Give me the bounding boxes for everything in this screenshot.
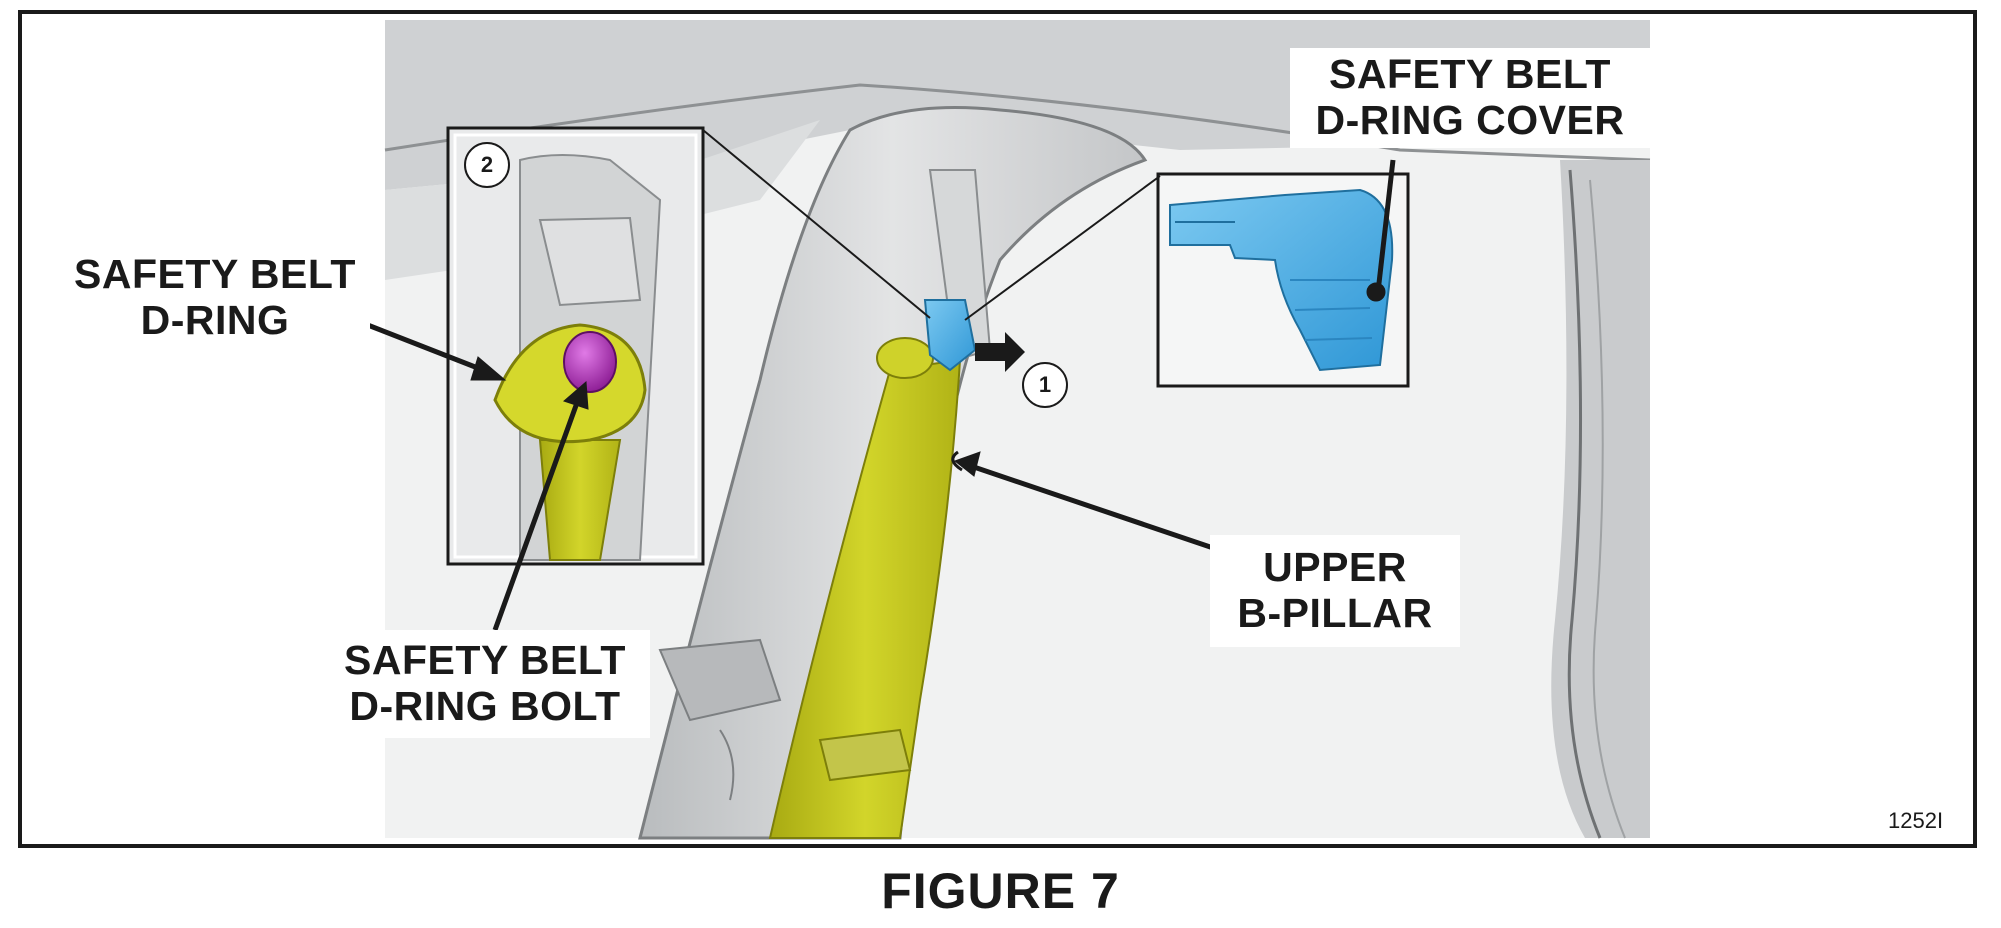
step-1-marker: 1 xyxy=(1022,362,1068,408)
inset-d-ring-detail xyxy=(446,126,705,566)
arrow-d-ring-bolt xyxy=(492,399,581,631)
arrow-upper-b-pillar xyxy=(967,462,1229,556)
arrow-d-ring-cover xyxy=(1375,159,1396,293)
figure-id: 1252I xyxy=(1888,808,1944,833)
inset-leader-lines xyxy=(702,129,1161,321)
figure-caption: FIGURE 7 xyxy=(881,863,1120,919)
inset-d-ring-cover-detail xyxy=(1156,172,1410,388)
callout-arrows xyxy=(359,159,1396,631)
arrow-d-ring xyxy=(359,319,489,375)
safety-belt-webbing xyxy=(768,299,1025,839)
step-2-marker: 2 xyxy=(464,142,510,188)
